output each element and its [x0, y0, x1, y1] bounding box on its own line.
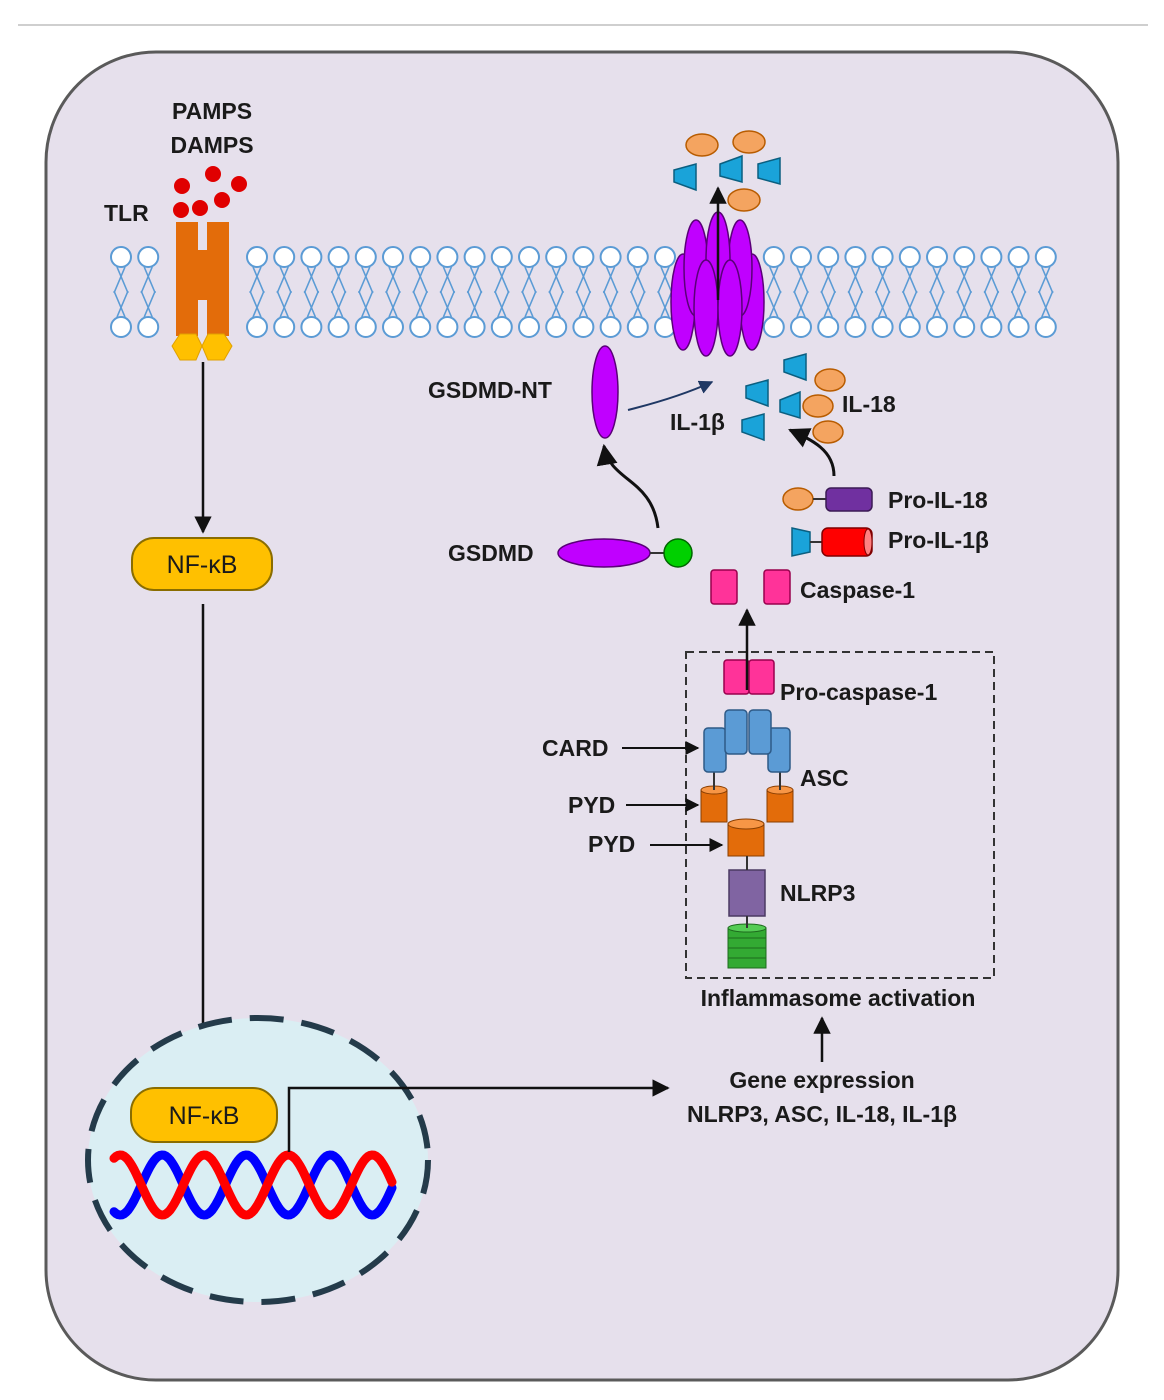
gene-expression-label: Gene expression — [729, 1067, 914, 1093]
asc-pyd-domain-right — [766, 785, 794, 823]
pyd-asc-label: PYD — [568, 792, 615, 818]
il1b-label: IL-1β — [670, 409, 725, 435]
nfkb-cytoplasm-box — [131, 537, 273, 591]
tlr-receptor — [171, 222, 233, 361]
pro-il1b-label: Pro-IL-1β — [888, 527, 989, 553]
mature-il18-cytosol — [802, 368, 846, 444]
gene-list-label: NLRP3, ASC, IL-18, IL-1β — [687, 1101, 957, 1127]
gsdmd-nt-domain — [557, 538, 651, 568]
nfkb-to-gene-expression-arrow — [287, 1079, 670, 1152]
nlrp3-lrr-domain — [727, 923, 767, 969]
cell-membrane — [110, 246, 1057, 338]
pamp-damp-molecules — [173, 166, 247, 218]
caspase1 — [710, 569, 791, 605]
gsdmd-label: GSDMD — [448, 540, 534, 566]
asc-card-domains — [703, 709, 791, 773]
nlrp3-nacht-domain — [728, 869, 766, 917]
asc-label: ASC — [800, 765, 849, 791]
pamps-label: PAMPS — [172, 98, 252, 124]
pro-caspase1-label: Pro-caspase-1 — [780, 679, 937, 705]
gsdmd-ct-domain — [663, 538, 693, 568]
pro-il18-body — [825, 487, 873, 512]
released-il1b — [673, 154, 781, 192]
inflammasome-activation-label: Inflammasome activation — [701, 985, 976, 1011]
caspase1-label: Caspase-1 — [800, 577, 915, 603]
pyd-nlrp3-label: PYD — [588, 831, 635, 857]
inflammasome-box — [685, 651, 995, 979]
pro-il18-prodomain — [782, 487, 814, 511]
gsdmd-nt-label: GSDMD-NT — [428, 377, 552, 403]
nlrp3-pyd-domain — [727, 818, 765, 857]
pro-il18-label: Pro-IL-18 — [888, 487, 988, 513]
nlrp3-label: NLRP3 — [780, 880, 855, 906]
gsdmd-nt-to-pore-arrow — [627, 380, 714, 411]
damps-label: DAMPS — [170, 132, 253, 158]
il18-label: IL-18 — [842, 391, 896, 417]
mature-il1b-cytosol — [741, 353, 807, 442]
pro-il1b-prodomain — [791, 527, 811, 557]
card-label: CARD — [542, 735, 608, 761]
pro-cytokine-processing-arrow — [788, 428, 836, 477]
nfkb-cytoplasm-label: NF-κB — [167, 551, 238, 579]
gsdmd-nt — [591, 345, 619, 439]
released-il18 — [685, 130, 766, 212]
nfkb-nucleus-box — [130, 1087, 278, 1143]
gsdmd-cleavage-arrow — [596, 443, 660, 529]
dna-helix — [109, 1150, 397, 1220]
tlr-label: TLR — [104, 200, 149, 226]
pro-caspase1 — [723, 659, 775, 695]
nfkb-nucleus-label: NF-κB — [169, 1102, 240, 1130]
asc-pyd-domain-left — [700, 785, 728, 823]
